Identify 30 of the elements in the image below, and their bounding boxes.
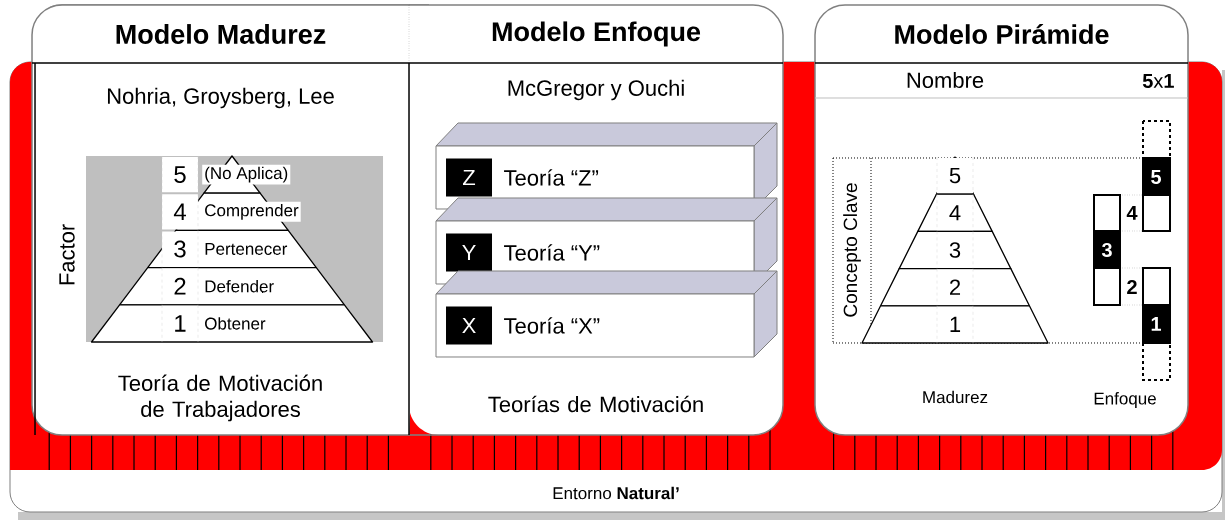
- level-label: Obtener: [202, 315, 268, 332]
- column-number: 3: [1101, 242, 1112, 258]
- level-number: 5: [949, 167, 961, 184]
- band-label: Entorno Natural’: [553, 486, 679, 500]
- column-caption: Madurez: [923, 390, 988, 404]
- header-text: Nombre: [907, 71, 984, 89]
- level-number: 3: [174, 240, 186, 258]
- author-text: McGregor y Ouchi: [508, 79, 684, 101]
- column-number: 4: [1126, 206, 1138, 220]
- level-number: 3: [949, 242, 961, 258]
- column-caption: Enfoque: [1094, 392, 1156, 408]
- level-label: Pertenecer: [202, 241, 290, 257]
- author-text: Nohria, Groysberg, Lee: [108, 87, 334, 109]
- level-number: 1: [950, 316, 961, 332]
- level-number: 2: [950, 279, 960, 295]
- panel-title: Modelo Enfoque: [492, 21, 701, 47]
- column-number: 1: [1151, 317, 1161, 331]
- level-number: 4: [949, 205, 961, 221]
- panel-title: Modelo Madurez: [116, 24, 326, 44]
- level-number: 2: [174, 277, 186, 295]
- panel-title: Modelo Pirámide: [895, 23, 1109, 45]
- axis-label: Factor: [59, 224, 75, 285]
- level-number: 1: [175, 315, 186, 332]
- level-number: 5: [174, 166, 186, 183]
- column-number: 5: [1151, 170, 1161, 184]
- column-number: 2: [1127, 280, 1137, 294]
- caption-text: Teorías de Motivación: [488, 395, 703, 413]
- axis-label: Concepto Clave: [843, 183, 861, 317]
- size-label: 5x1: [1142, 74, 1174, 88]
- caption-text: Teoría de Motivación de Trabajadores: [118, 374, 322, 422]
